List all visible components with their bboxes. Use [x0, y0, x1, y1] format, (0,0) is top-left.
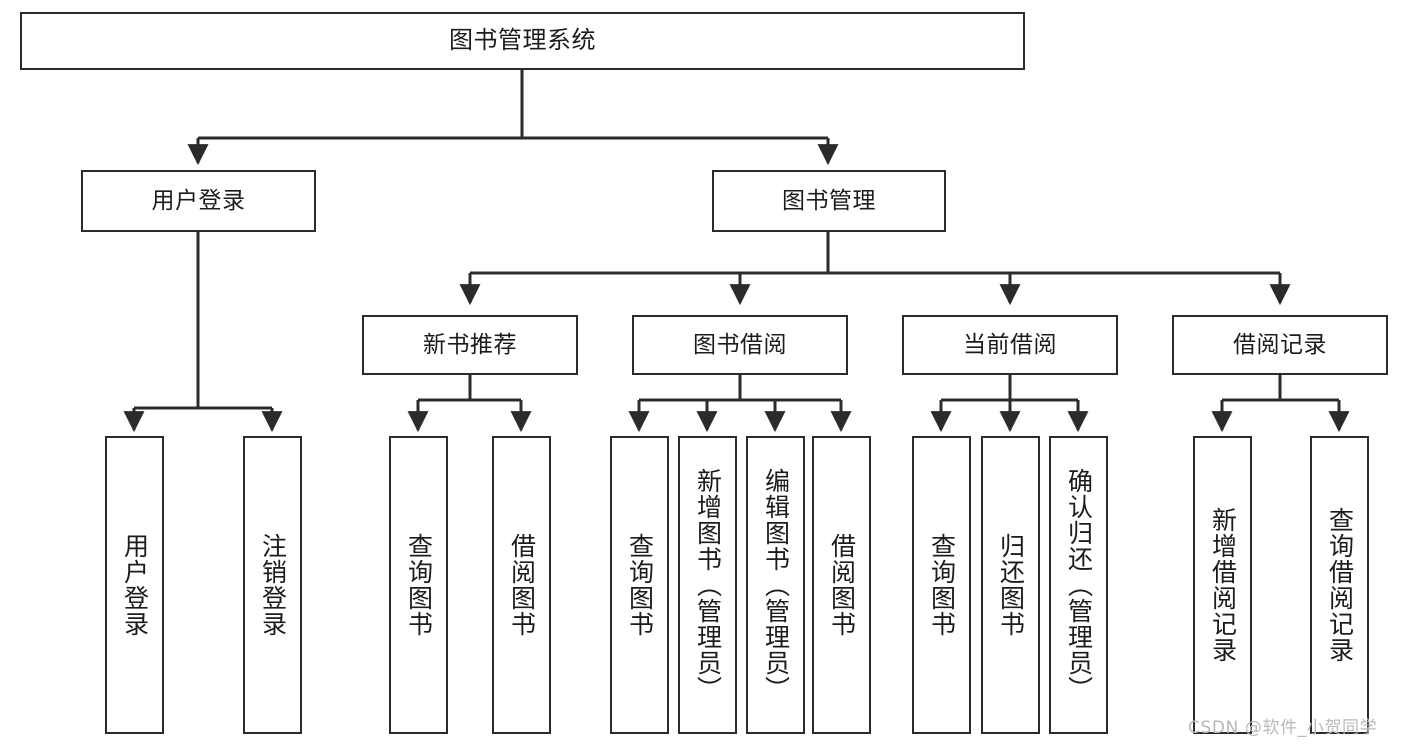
leaf-label-add-borrow-record: 新增借阅记录 [1208, 507, 1238, 663]
leaf-query-book-1[interactable]: 查询图书 [389, 436, 448, 734]
node-label-current-borrow: 当前借阅 [963, 331, 1057, 358]
leaf-label-confirm-return-admin: 确认归还（管理员） [1064, 468, 1094, 702]
leaf-label-query-borrow-record: 查询借阅记录 [1325, 507, 1355, 663]
node-user-login[interactable]: 用户登录 [81, 170, 316, 232]
leaf-edit-book-admin[interactable]: 编辑图书（管理员） [746, 436, 805, 734]
leaf-label-borrow-book-2: 借阅图书 [827, 533, 857, 637]
leaf-return-book[interactable]: 归还图书 [981, 436, 1040, 734]
leaf-user-login[interactable]: 用户登录 [105, 436, 164, 734]
leaf-borrow-book-2[interactable]: 借阅图书 [812, 436, 871, 734]
leaf-label-user-login: 用户登录 [120, 533, 150, 637]
leaf-query-book-2[interactable]: 查询图书 [610, 436, 669, 734]
leaf-add-borrow-record[interactable]: 新增借阅记录 [1193, 436, 1252, 734]
leaf-label-query-book-3: 查询图书 [927, 533, 957, 637]
leaf-add-book-admin[interactable]: 新增图书（管理员） [678, 436, 737, 734]
node-new-book-recommend[interactable]: 新书推荐 [362, 315, 578, 375]
node-label-book-borrow: 图书借阅 [693, 331, 787, 358]
leaf-confirm-return-admin[interactable]: 确认归还（管理员） [1049, 436, 1108, 734]
leaf-query-borrow-record[interactable]: 查询借阅记录 [1310, 436, 1369, 734]
node-borrow-record[interactable]: 借阅记录 [1172, 315, 1388, 375]
node-label-book-manage: 图书管理 [782, 187, 876, 214]
leaf-label-return-book: 归还图书 [996, 533, 1026, 637]
node-root-system[interactable]: 图书管理系统 [20, 12, 1025, 70]
leaf-label-edit-book-admin: 编辑图书（管理员） [761, 468, 791, 702]
node-label-user-login: 用户登录 [151, 187, 246, 214]
node-label-root: 图书管理系统 [449, 26, 596, 55]
leaf-label-logout-login: 注销登录 [258, 533, 288, 637]
leaf-borrow-book-1[interactable]: 借阅图书 [492, 436, 551, 734]
node-current-borrow[interactable]: 当前借阅 [902, 315, 1118, 375]
node-label-new-book-recommend: 新书推荐 [423, 331, 517, 358]
leaf-query-book-3[interactable]: 查询图书 [912, 436, 971, 734]
leaf-label-borrow-book-1: 借阅图书 [507, 533, 537, 637]
leaf-label-add-book-admin: 新增图书（管理员） [693, 468, 723, 702]
leaf-label-query-book-2: 查询图书 [625, 533, 655, 637]
leaf-logout-login[interactable]: 注销登录 [243, 436, 302, 734]
node-book-manage[interactable]: 图书管理 [712, 170, 946, 232]
csdn-watermark: CSDN @软件_小贺同学 [1188, 718, 1378, 738]
leaf-label-query-book-1: 查询图书 [404, 533, 434, 637]
node-book-borrow[interactable]: 图书借阅 [632, 315, 848, 375]
node-label-borrow-record: 借阅记录 [1233, 331, 1327, 358]
